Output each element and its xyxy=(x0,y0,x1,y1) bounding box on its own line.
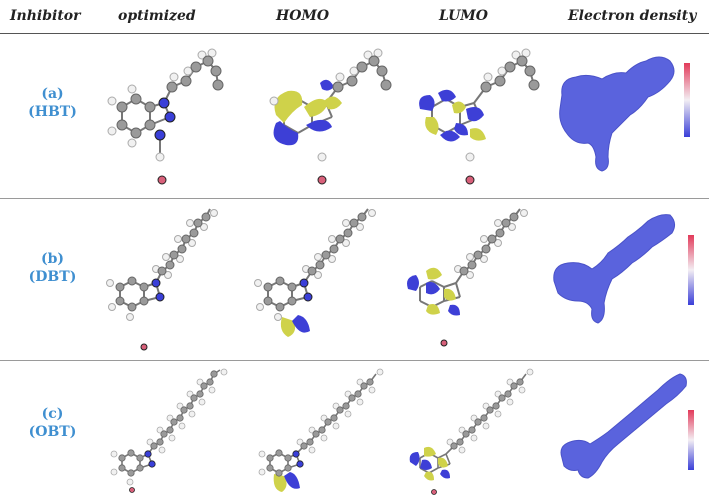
row-label-obt-name: (OBT) xyxy=(28,424,77,440)
row-label-dbt: (b) (DBT) xyxy=(0,250,105,286)
header-homo: HOMO xyxy=(276,8,330,24)
hbt-lumo-orbital xyxy=(419,48,540,185)
obt-homo-orbital xyxy=(258,368,384,492)
header-lumo: LUMO xyxy=(439,8,488,24)
row-label-hbt: (a) (HBT) xyxy=(0,85,105,121)
dbt-electron-density xyxy=(553,214,694,324)
header-optimized: optimized xyxy=(118,8,196,24)
row-label-dbt-name: (DBT) xyxy=(28,269,77,285)
row-label-c: (c) xyxy=(41,406,64,422)
dbt-homo-orbital xyxy=(254,208,376,337)
dbt-optimized-structure xyxy=(106,208,218,351)
row-label-a: (a) xyxy=(41,86,64,102)
header-electron-density: Electron density xyxy=(568,8,697,24)
row-label-b: (b) xyxy=(40,251,65,267)
row-separator-2 xyxy=(0,360,709,361)
obt-electron-density xyxy=(560,373,694,479)
obt-optimized-structure xyxy=(110,368,228,493)
row-separator-1 xyxy=(0,198,709,199)
row-label-obt: (c) (OBT) xyxy=(0,405,105,441)
hbt-homo-orbital xyxy=(269,48,392,185)
obt-lumo-orbital xyxy=(409,368,534,495)
dbt-lumo-orbital xyxy=(407,208,528,347)
row-label-hbt-name: (HBT) xyxy=(28,104,77,120)
header-inhibitor: Inhibitor xyxy=(10,8,81,24)
hbt-electron-density xyxy=(559,56,690,172)
hbt-optimized-structure xyxy=(107,48,224,185)
header-separator xyxy=(0,33,709,34)
